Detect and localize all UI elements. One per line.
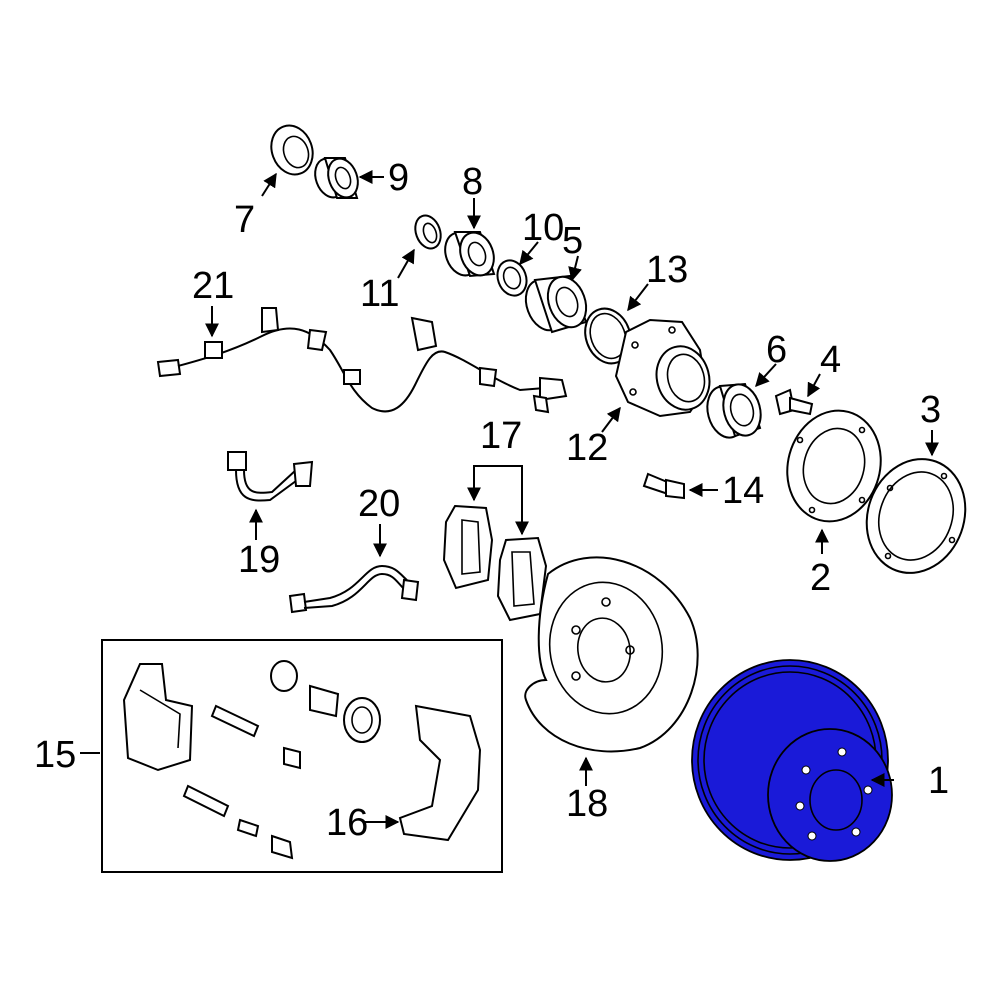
part-11-snap-ring [414,214,442,250]
part-6-seal [706,382,762,439]
part-8-bearing [444,231,496,278]
callout-17: 17 [480,415,522,457]
callout-4: 4 [820,339,841,381]
callout-21: 21 [192,265,234,307]
part-18-backing-plate [524,556,699,753]
part-14-bolt [642,472,685,500]
part-2-plate [786,409,882,523]
callout-11: 11 [360,273,399,315]
callout-9: 9 [388,157,409,199]
part-5-bearing [524,274,588,334]
callout-13: 13 [646,249,688,291]
part-10-ring [496,259,528,297]
part-15-caliper-kit [101,639,503,873]
part-20-brake-hose [288,564,420,614]
callout-8: 8 [462,161,483,203]
callout-6: 6 [766,329,787,371]
callout-3: 3 [920,389,941,431]
part-21-abs-sensor [156,307,568,414]
part-17-brake-pads [442,504,548,622]
part-12-hub-housing [614,318,711,418]
callout-5: 5 [562,220,583,262]
callout-12: 12 [566,427,608,469]
callout-19: 19 [238,539,280,581]
part-1-brake-rotor [691,659,893,862]
part-19-brake-hose [227,451,314,502]
callout-18: 18 [566,783,608,825]
callout-2: 2 [810,557,831,599]
callout-14: 14 [722,470,764,512]
callout-labels: 1 2 3 4 5 6 7 8 9 10 11 12 13 14 15 16 1… [34,157,949,844]
part-9-bearing [314,157,359,199]
callout-20: 20 [358,483,400,525]
part-3-gasket [865,458,967,574]
part-4-bolt [774,388,814,416]
callout-7: 7 [234,199,255,241]
callout-15: 15 [34,734,76,776]
part-13-o-ring [584,307,632,365]
callout-1: 1 [928,760,949,802]
callout-10: 10 [522,207,564,249]
callout-16: 16 [326,802,368,844]
leader-lines [80,170,939,829]
part-7-seal [270,124,314,176]
